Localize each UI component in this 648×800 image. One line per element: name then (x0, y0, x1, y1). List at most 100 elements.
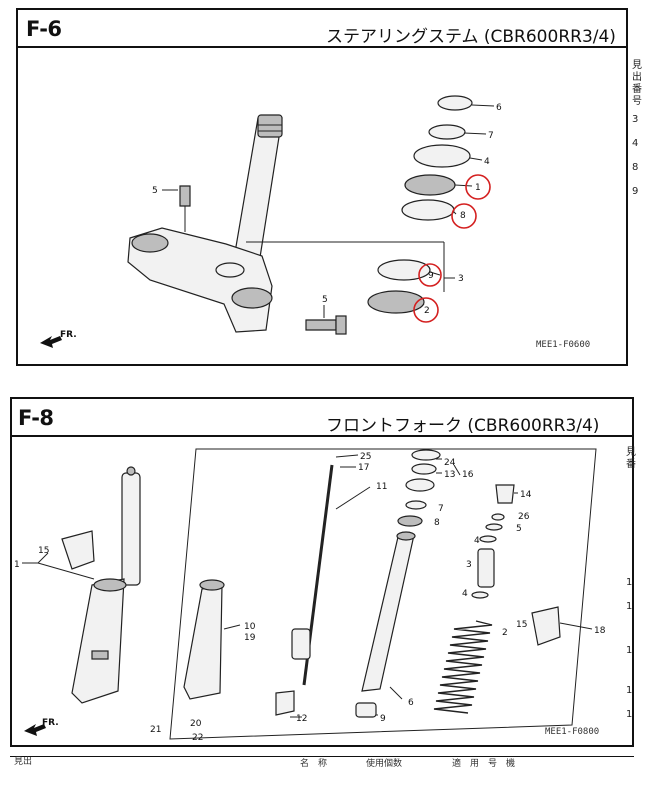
section-code: F-8 (18, 406, 54, 430)
section-steering-stem: F-6 ステアリングステム (CBR600RR3/4) 見出 番号 3 4 8 … (0, 0, 648, 372)
lock-washer (428, 124, 466, 140)
inner-tube-part (361, 534, 415, 692)
callout-label: 21 (150, 725, 161, 735)
section-title: フロントフォーク (CBR600RR3/4) (326, 416, 600, 436)
callout-label: 10 (244, 622, 256, 632)
bracket-right-hole (231, 287, 273, 309)
side-row: 1 (626, 645, 633, 656)
front-fork-diagram: 25 17 11 24 13 16 14 7 26 8 5 4 3 15 1 4… (14, 448, 606, 743)
callout-label: 4 (462, 589, 468, 599)
direction-arrow-icon (24, 724, 46, 736)
callout-label: 8 (460, 211, 466, 221)
callout-label: 8 (434, 518, 440, 528)
lower-race (367, 290, 425, 314)
callout-label: 2 (502, 628, 508, 638)
callout-label: 12 (296, 714, 307, 724)
table-header-label: 見出 (14, 757, 33, 767)
side-row: 1 (626, 577, 633, 588)
side-row: 8 (632, 162, 639, 173)
side-header: 見出 番号 (632, 60, 642, 107)
callout-label: 6 (408, 698, 414, 708)
callout-label: 14 (520, 490, 532, 500)
diagram-frame (10, 435, 634, 747)
diagram-frame (16, 46, 628, 366)
reference-code: MEE1-F0800 (545, 727, 600, 737)
spacer-tube (477, 548, 495, 588)
side-row: 1 (626, 685, 633, 696)
section-frame (16, 8, 628, 48)
highlight-circle (451, 203, 477, 229)
callout-label: 4 (474, 536, 480, 546)
callout-label: 1 (475, 183, 481, 193)
callout-label: 19 (244, 633, 256, 643)
stem-tube (231, 117, 283, 271)
lower-bracket (127, 227, 273, 333)
bolt-bottom (305, 319, 337, 331)
fork-guard-bracket-right (531, 606, 561, 646)
section-front-fork: F-8 フロントフォーク (CBR600RR3/4) 見 番 1 1 1 1 1 (0, 393, 648, 800)
side-index-column: 見 番 1 1 1 1 1 (626, 447, 636, 727)
callout-label: 5 (152, 186, 158, 196)
callout-label: 18 (594, 626, 606, 636)
callout-label: 26 (518, 512, 530, 522)
adjust-nut (413, 144, 471, 168)
callout-label: 15 (38, 546, 49, 556)
highlight-circle (413, 297, 439, 323)
callout-label: 25 (360, 452, 371, 462)
fork-cap (495, 484, 515, 504)
callout-label: 11 (376, 482, 387, 492)
bolt-top (179, 185, 191, 207)
callout-label: 7 (438, 504, 444, 514)
callout-label: 16 (462, 470, 474, 480)
upper-race (404, 174, 456, 196)
callout-label: 24 (444, 458, 456, 468)
fork-spring (433, 620, 493, 714)
side-row: 1 (626, 601, 633, 612)
highlight-circle (418, 263, 442, 287)
callout-label: 7 (488, 131, 494, 141)
callout-label: 9 (380, 714, 386, 724)
side-row: 9 (632, 186, 639, 197)
direction-label: FR. (60, 330, 77, 340)
table-header-label: 使用個数 (366, 759, 403, 769)
section-title: ステアリングステム (CBR600RR3/4) (326, 27, 616, 47)
fork-outer-tube (71, 578, 125, 704)
lower-bearing (377, 259, 431, 281)
side-row: 4 (632, 138, 639, 149)
callout-label: 5 (516, 524, 522, 534)
side-row: 3 (632, 114, 639, 125)
section-frame (10, 397, 634, 437)
callout-label: 3 (466, 560, 472, 570)
callout-label: 4 (484, 157, 490, 167)
callout-label: 1 (14, 560, 20, 570)
side-header: 見 番 (626, 447, 636, 470)
table-header-label: 適 用 号 機 (452, 759, 516, 769)
upper-bearing (401, 199, 455, 221)
side-row: 1 (626, 709, 633, 720)
callout-label: 2 (424, 306, 430, 316)
seal-ring (411, 449, 441, 461)
stem-top-thread (257, 114, 283, 138)
highlight-circle (465, 174, 491, 200)
steering-stem-diagram: 6 7 4 1 8 9 3 2 5 5 FR. (40, 95, 502, 348)
callout-label: 17 (358, 463, 369, 473)
locknut (437, 95, 473, 111)
callout-label: 13 (444, 470, 455, 480)
direction-arrow-icon (40, 336, 62, 348)
outer-tube-part (183, 584, 223, 700)
side-index-column: 見出 番号 3 4 8 9 (632, 60, 648, 204)
fork-inner-tube (121, 472, 141, 586)
bracket-left-hole (131, 233, 169, 253)
exploded-view-outline (169, 448, 597, 740)
fork-guard-bracket (61, 530, 95, 570)
table-header-rule (10, 745, 634, 757)
callout-label: 9 (428, 271, 434, 281)
callout-label: 3 (458, 274, 464, 284)
callout-label: 22 (192, 733, 203, 743)
direction-label: FR. (42, 718, 59, 728)
table-header-label: 名 称 (300, 759, 328, 769)
callout-label: 6 (496, 103, 502, 113)
callout-label: 5 (322, 295, 328, 305)
section-code: F-6 (26, 17, 62, 41)
callout-label: 20 (190, 719, 202, 729)
